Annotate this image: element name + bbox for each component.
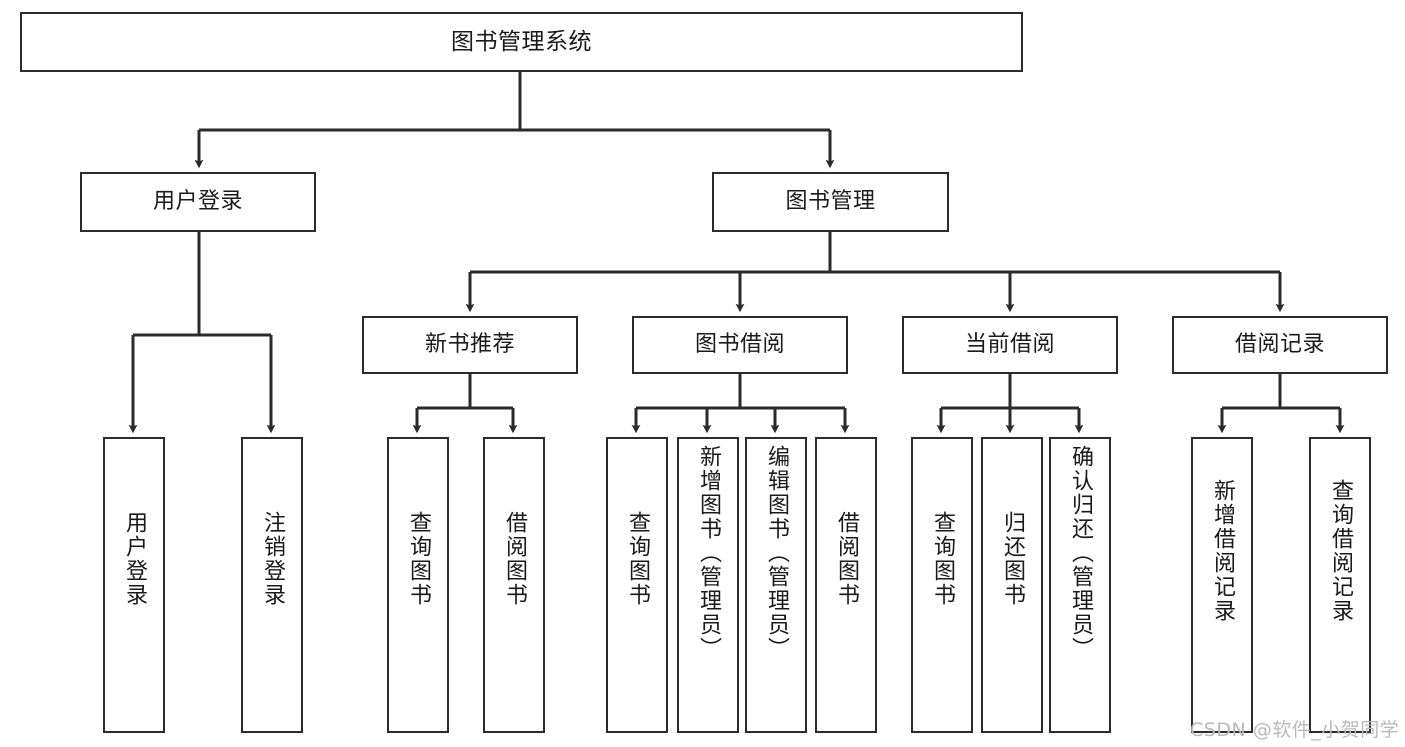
node-borrow-record[interactable]: 借阅记录 (1172, 316, 1388, 374)
node-label: 用户登录 (121, 511, 147, 607)
node-label: 确认归还（管理员） (1067, 445, 1093, 661)
node-label: 用户登录 (152, 189, 243, 215)
node-leaf-query-book-3[interactable]: 查询图书 (911, 437, 973, 733)
node-label: 图书管理 (785, 189, 876, 215)
node-leaf-borrow-book-1[interactable]: 借阅图书 (483, 437, 545, 733)
node-leaf-return-book[interactable]: 归还图书 (981, 437, 1043, 733)
node-label: 查询图书 (624, 511, 650, 607)
node-leaf-query-record[interactable]: 查询借阅记录 (1309, 437, 1371, 733)
node-label: 查询借阅记录 (1327, 479, 1353, 623)
node-leaf-user-login[interactable]: 用户登录 (103, 437, 165, 733)
node-leaf-add-record[interactable]: 新增借阅记录 (1191, 437, 1253, 733)
node-leaf-query-book-1[interactable]: 查询图书 (387, 437, 449, 733)
node-leaf-edit-book[interactable]: 编辑图书（管理员） (745, 437, 807, 733)
node-label: 新书推荐 (424, 332, 515, 358)
node-label: 借阅图书 (501, 511, 527, 607)
node-label: 查询图书 (405, 511, 431, 607)
node-label: 编辑图书（管理员） (763, 445, 789, 661)
node-label: 图书管理系统 (451, 28, 592, 55)
node-label: 图书借阅 (694, 332, 785, 358)
node-book-manage[interactable]: 图书管理 (712, 172, 949, 232)
node-label: 借阅图书 (833, 511, 859, 607)
node-label: 查询图书 (929, 511, 955, 607)
node-root-system[interactable]: 图书管理系统 (20, 12, 1023, 72)
node-label: 归还图书 (999, 511, 1025, 607)
node-label: 当前借阅 (964, 332, 1055, 358)
node-new-book-recommend[interactable]: 新书推荐 (362, 316, 578, 374)
node-label: 借阅记录 (1234, 332, 1325, 358)
node-label: 新增图书（管理员） (695, 445, 721, 661)
node-leaf-confirm-return[interactable]: 确认归还（管理员） (1049, 437, 1111, 733)
node-leaf-add-book[interactable]: 新增图书（管理员） (677, 437, 739, 733)
node-label: 注销登录 (259, 511, 285, 607)
node-leaf-logout-login[interactable]: 注销登录 (241, 437, 303, 733)
node-leaf-query-book-2[interactable]: 查询图书 (606, 437, 668, 733)
node-book-borrow[interactable]: 图书借阅 (632, 316, 848, 374)
node-current-borrow[interactable]: 当前借阅 (902, 316, 1118, 374)
node-user-login[interactable]: 用户登录 (80, 172, 316, 232)
node-leaf-borrow-book-2[interactable]: 借阅图书 (815, 437, 877, 733)
node-label: 新增借阅记录 (1209, 479, 1235, 623)
csdn-watermark: CSDN @软件_小贺同学 (1190, 719, 1400, 741)
